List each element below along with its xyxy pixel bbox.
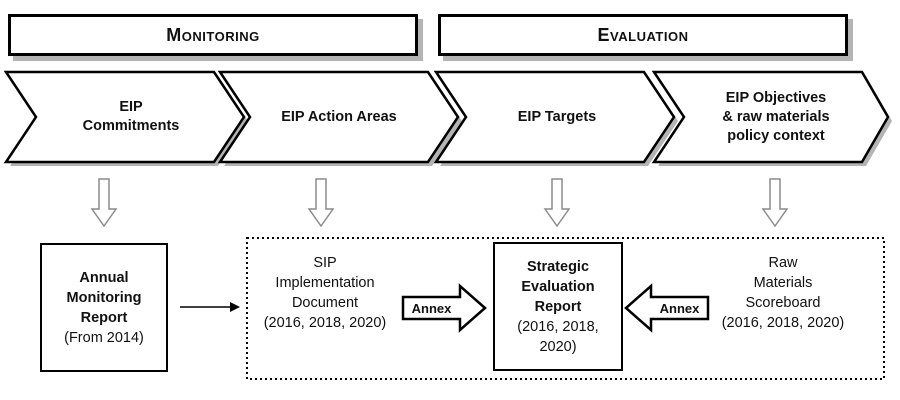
chevron-label-line: EIP Targets xyxy=(517,108,597,125)
annex-arrow-right xyxy=(401,283,487,333)
annex-arrow-left xyxy=(624,283,710,333)
annex-label-left: Annex xyxy=(659,300,700,316)
down-arrow-3 xyxy=(543,178,571,228)
monitoring-header: Monitoring xyxy=(8,14,418,56)
down-arrow-4 xyxy=(761,178,789,228)
strategic-report-title-line: Strategic xyxy=(526,258,590,275)
strategic-evaluation-report-box: Strategic Evaluation Report (2016, 2018,… xyxy=(493,242,623,371)
raw-materials-scoreboard: Raw Materials Scoreboard (2016, 2018, 20… xyxy=(704,253,862,333)
connector-arrow-head xyxy=(230,302,240,312)
down-arrow-2 xyxy=(307,178,335,228)
chevron-label-line: & raw materials xyxy=(722,108,830,125)
raw-materials-line: (2016, 2018, 2020) xyxy=(721,315,845,331)
annual-report-subtitle: (From 2014) xyxy=(64,329,144,346)
chevron-label-line: EIP Objectives xyxy=(725,89,827,106)
strategic-report-title-line: Evaluation xyxy=(521,278,595,295)
evaluation-dotted-area xyxy=(246,237,885,380)
chevron-label-eip-targets: EIP Targets xyxy=(472,72,642,162)
chevron-label-line: EIP Action Areas xyxy=(281,108,397,125)
chevron-label-line: EIP xyxy=(119,99,143,115)
chevron-3-shape xyxy=(433,70,676,164)
strategic-report-title-line: Report xyxy=(534,298,582,315)
chevron-label-eip-objectives: EIP Objectives & raw materials policy co… xyxy=(690,72,862,162)
sip-line: (2016, 2018, 2020) xyxy=(263,315,387,331)
sip-implementation-document: SIP Implementation Document (2016, 2018,… xyxy=(250,253,400,333)
chevron-label-line: Commitments xyxy=(82,118,180,134)
annual-monitoring-report-box: Annual Monitoring Report (From 2014) xyxy=(40,243,168,372)
annual-report-title-line: Monitoring xyxy=(66,289,142,306)
raw-materials-line: Materials xyxy=(753,275,813,291)
strategic-report-subtitle-line: (2016, 2018, xyxy=(517,318,599,335)
sip-line: SIP xyxy=(313,255,337,271)
raw-materials-line: Scoreboard xyxy=(745,295,821,311)
annual-report-title-line: Report xyxy=(80,309,128,326)
sip-line: Implementation xyxy=(275,275,375,291)
chevron-label-eip-action-areas: EIP Action Areas xyxy=(254,72,424,162)
evaluation-header: Evaluation xyxy=(438,14,848,56)
chevron-label-line: policy context xyxy=(727,127,825,144)
strategic-report-subtitle-line: 2020) xyxy=(539,338,577,355)
chevron-4-shape xyxy=(651,70,890,164)
chevron-2-shape xyxy=(217,70,460,164)
chevron-label-eip-commitments: EIP Commitments xyxy=(46,72,216,162)
chevron-1-shape xyxy=(3,70,246,164)
raw-materials-line: Raw xyxy=(768,255,798,271)
sip-line: Document xyxy=(291,295,359,311)
down-arrow-1 xyxy=(90,178,118,228)
annual-report-title-line: Annual xyxy=(79,269,129,286)
annex-label-right: Annex xyxy=(411,300,452,316)
